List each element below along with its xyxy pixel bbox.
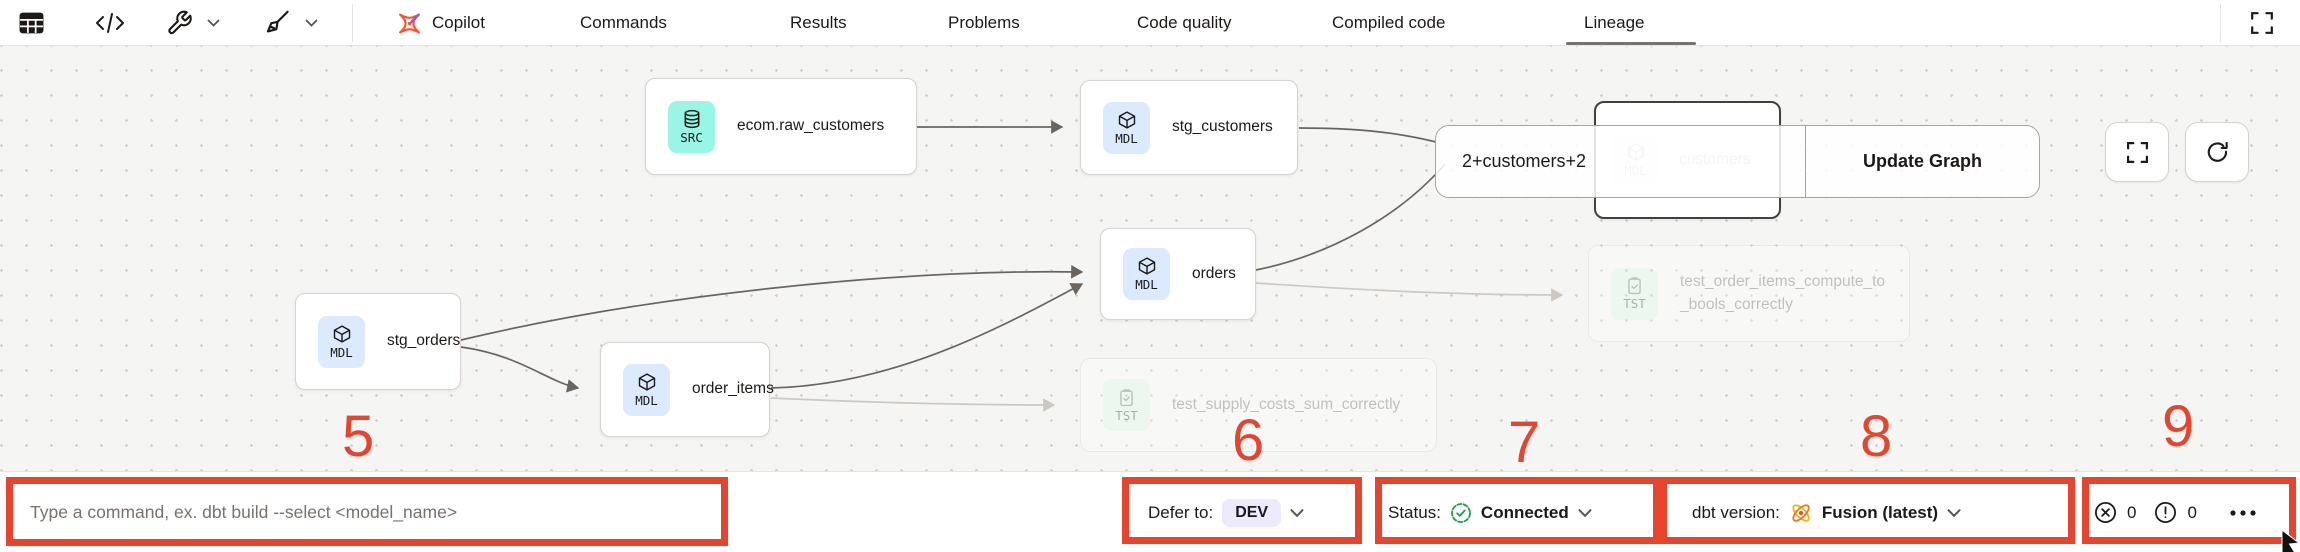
top-toolbar: Copilot Commands Results Problems Code q…	[0, 0, 2300, 46]
tab-label: Problems	[948, 13, 1020, 32]
lineage-edges	[460, 120, 1564, 412]
badge-label: MDL	[1135, 277, 1158, 292]
table-icon	[19, 12, 44, 33]
fit-view-button[interactable]	[2105, 122, 2169, 182]
build-tools-button[interactable]	[166, 9, 220, 36]
refresh-graph-button[interactable]	[2185, 122, 2249, 182]
tab-label: Code quality	[1137, 13, 1232, 32]
tab-lineage[interactable]: Lineage	[1584, 0, 1645, 46]
node-stg-customers[interactable]: MDL stg_customers	[1080, 80, 1298, 175]
cube-icon	[1118, 110, 1135, 129]
chevron-down-icon	[207, 19, 220, 27]
node-label: test_supply_costs_sum_correctly	[1172, 395, 1401, 413]
model-badge: MDL	[318, 315, 365, 368]
code-editor-button[interactable]	[95, 10, 125, 36]
code-icon	[96, 12, 124, 33]
tab-copilot[interactable]: Copilot	[396, 0, 485, 46]
command-input[interactable]	[30, 490, 710, 534]
clipboard-check-icon	[1120, 388, 1133, 406]
toolbar-divider	[352, 4, 353, 42]
status-value: Connected	[1480, 502, 1569, 522]
database-icon	[684, 109, 699, 128]
check-circle-icon	[1451, 502, 1471, 523]
broom-icon	[266, 10, 289, 33]
clipboard-check-icon	[1628, 277, 1641, 295]
chevron-down-icon	[305, 19, 318, 27]
error-count: 0	[2127, 502, 2137, 522]
graph-bar-divider	[1804, 126, 1806, 197]
graph-selector-bar: 2+customers+2 Update Graph	[1435, 125, 2040, 198]
badge-label: TST	[1623, 296, 1646, 311]
tab-label: Compiled code	[1332, 13, 1446, 32]
badge-label: MDL	[1115, 130, 1138, 146]
expand-panel-button[interactable]	[2250, 11, 2274, 35]
node-order-items[interactable]: MDL order_items	[600, 342, 774, 437]
dbt-version-dropdown[interactable]: dbt version: Fusion (latest)	[1692, 472, 1961, 552]
tab-label: Commands	[580, 13, 667, 32]
tab-results[interactable]: Results	[790, 0, 847, 46]
node-label: stg_orders	[387, 332, 461, 350]
node-label: test_order_items_compute_to_bools_correc…	[1680, 273, 1886, 313]
format-button[interactable]	[264, 9, 318, 36]
node-label: order_items	[692, 380, 774, 398]
badge-label: SRC	[680, 129, 703, 145]
tab-label: Lineage	[1584, 13, 1645, 32]
version-label: dbt version:	[1692, 502, 1780, 522]
fusion-atom-icon	[1792, 503, 1810, 522]
toolbar-divider	[2220, 4, 2221, 42]
cube-icon	[1138, 257, 1155, 275]
dbt-copilot-icon	[399, 13, 420, 33]
status-label: Status:	[1388, 502, 1441, 522]
wrench-icon	[168, 10, 192, 34]
refresh-icon	[2207, 141, 2228, 162]
model-badge: MDL	[623, 363, 670, 416]
node-test-order-items[interactable]: TST test_order_items_compute_to_bools_co…	[1588, 245, 1910, 342]
problems-summary: 0 0	[2094, 472, 2257, 552]
version-value: Fusion (latest)	[1821, 502, 1939, 522]
error-circle-icon[interactable]	[2094, 501, 2117, 524]
chevron-down-icon	[1947, 508, 1961, 517]
tab-problems[interactable]: Problems	[948, 0, 1020, 46]
node-orders[interactable]: MDL orders	[1100, 228, 1256, 320]
source-badge: SRC	[668, 100, 715, 153]
model-badge: MDL	[1103, 101, 1150, 154]
tab-compiled-code[interactable]: Compiled code	[1332, 0, 1445, 46]
more-options-icon[interactable]	[2229, 509, 2257, 517]
warning-count: 0	[2187, 502, 2197, 522]
node-label: stg_customers	[1172, 118, 1273, 136]
node-label: ecom.raw_customers	[737, 117, 885, 135]
badge-label: MDL	[635, 392, 658, 408]
tab-code-quality[interactable]: Code quality	[1137, 0, 1232, 46]
defer-env-pill: DEV	[1222, 498, 1282, 527]
defer-label: Defer to:	[1148, 502, 1214, 522]
active-tab-underline	[1566, 42, 1696, 45]
node-label: orders	[1192, 264, 1236, 282]
node-test-supply-costs[interactable]: TST test_supply_costs_sum_correctly	[1080, 358, 1437, 452]
status-dropdown[interactable]: Status: Connected	[1388, 472, 1592, 552]
tab-label: Results	[790, 13, 847, 32]
cube-icon	[638, 372, 655, 391]
defer-to-dropdown[interactable]: Defer to: DEV	[1148, 472, 1304, 552]
node-ecom-raw-customers[interactable]: SRC ecom.raw_customers	[645, 78, 917, 175]
fullscreen-icon	[2126, 141, 2148, 163]
command-bar: Defer to: DEV Status: Connected dbt vers…	[0, 471, 2300, 552]
test-badge: TST	[1103, 379, 1150, 431]
model-badge: MDL	[1123, 248, 1170, 300]
update-graph-button[interactable]: Update Graph	[1862, 151, 1982, 171]
table-view-button[interactable]	[18, 9, 45, 36]
warning-circle-icon[interactable]	[2154, 501, 2177, 524]
node-stg-orders[interactable]: MDL stg_orders	[295, 293, 461, 390]
badge-label: TST	[1115, 407, 1138, 423]
graph-selector-input[interactable]: 2+customers+2	[1462, 151, 1587, 171]
chevron-down-icon	[1290, 508, 1304, 517]
fullscreen-icon	[2251, 11, 2273, 34]
mouse-cursor	[2281, 528, 2300, 552]
tab-label: Copilot	[432, 13, 485, 32]
badge-label: MDL	[330, 344, 353, 360]
tab-commands[interactable]: Commands	[580, 0, 667, 46]
test-badge: TST	[1611, 267, 1658, 320]
cube-icon	[333, 324, 350, 343]
lineage-canvas[interactable]: SRC ecom.raw_customers MDL stg_customers…	[0, 46, 2300, 471]
chevron-down-icon	[1578, 508, 1592, 517]
